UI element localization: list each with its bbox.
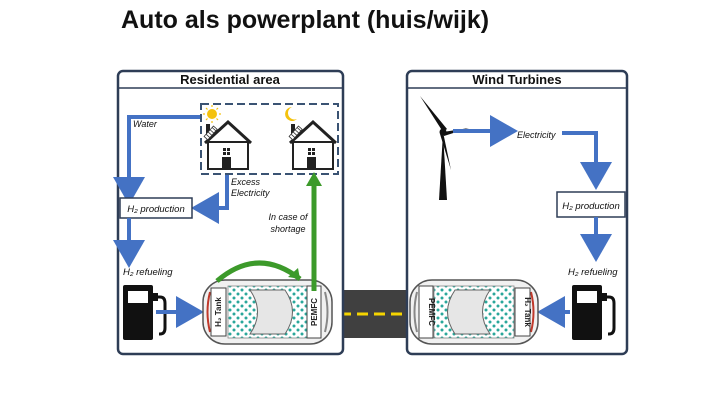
h2-production-label: H₂ production — [562, 201, 620, 212]
house-icon — [288, 119, 338, 170]
electricity-to-production-arrow — [562, 131, 612, 190]
internal-flow-arrowhead — [288, 268, 300, 279]
h2-refueling-label: H₂ refueling — [123, 267, 173, 278]
car-icon: H₂ Tank PEMFC — [202, 279, 333, 345]
water-arrow — [113, 115, 200, 205]
car-tank-label: H₂ Tank — [214, 297, 223, 327]
fuel-pump-icon — [123, 285, 167, 340]
shortage-label-1: In case of — [268, 212, 309, 222]
residential-title: Residential area — [180, 72, 280, 87]
sun-icon — [203, 105, 221, 123]
car-fc-label: PEMFC — [427, 298, 436, 326]
h2-production-box — [119, 197, 193, 219]
house-icon — [203, 119, 253, 170]
moon-icon — [285, 107, 297, 121]
excess-label-1: Excess — [231, 177, 261, 187]
h2-refueling-label: H₂ refueling — [568, 267, 618, 278]
internal-flow-arc — [215, 260, 302, 283]
car-icon: PEMFC H₂ Tank — [409, 279, 539, 345]
shortage-label-2: shortage — [270, 224, 305, 234]
residential-panel: Residential area — [113, 69, 345, 356]
road — [340, 290, 412, 338]
car-tank-label: H₂ Tank — [523, 297, 532, 327]
page-title: Auto als powerplant (huis/wijk) — [121, 6, 490, 34]
excess-electricity-arrow — [191, 175, 229, 224]
wind-panel: Wind Turbines Electricity H₂ production … — [405, 69, 629, 356]
fuel-pump-icon — [572, 285, 616, 340]
h2-production-label: H₂ production — [127, 204, 185, 215]
car-fc-label: PEMFC — [310, 298, 319, 326]
shortage-arrowhead — [306, 172, 322, 186]
excess-label-2: Electricity — [231, 188, 270, 198]
h2-production-box — [556, 191, 626, 218]
electricity-label: Electricity — [517, 130, 556, 140]
neighbourhood-box — [200, 103, 339, 175]
water-label: Water — [133, 119, 158, 129]
wind-title: Wind Turbines — [472, 72, 561, 87]
